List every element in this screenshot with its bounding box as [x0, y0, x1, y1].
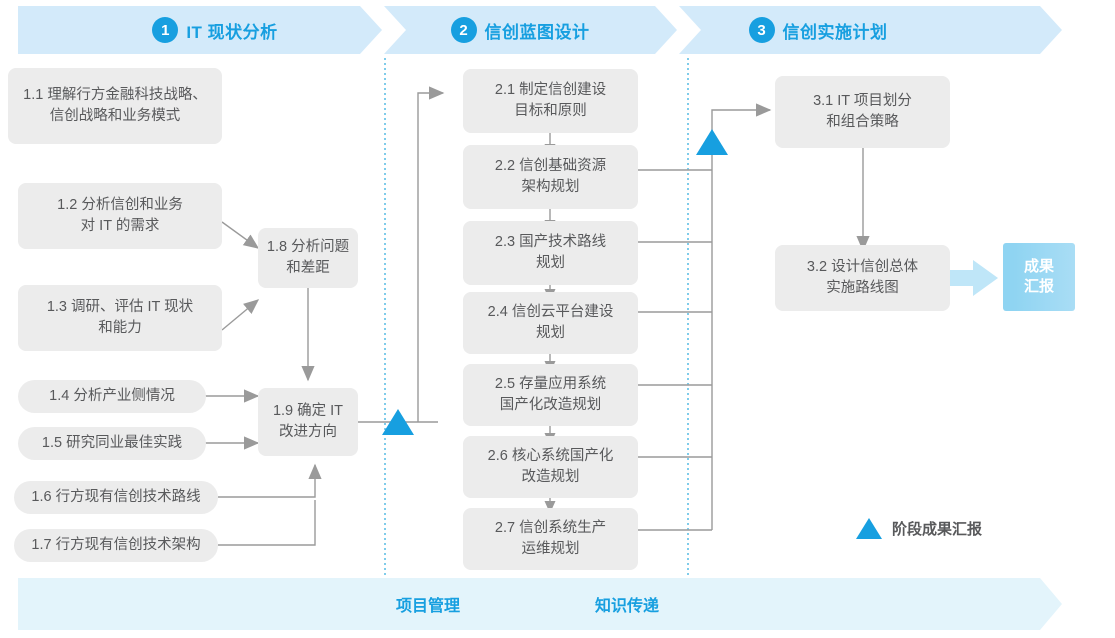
band-item-knowledge-transfer[interactable]: 知识传递 [595, 578, 659, 630]
node-1-8[interactable]: 1.8 分析问题和差距 [258, 228, 358, 288]
node-2-2[interactable]: 2.2 信创基础资源架构规划 [463, 145, 638, 209]
node-2-7[interactable]: 2.7 信创系统生产运维规划 [463, 508, 638, 570]
triangle-icon [856, 518, 882, 539]
node-3-1[interactable]: 3.1 IT 项目划分和组合策略 [775, 76, 950, 148]
node-3-2-label: 3.2 设计信创总体实施路线图 [806, 259, 919, 296]
phase-header-bar [0, 6, 1115, 54]
node-2-5[interactable]: 2.5 存量应用系统国产化改造规划 [463, 364, 638, 426]
node-result-report[interactable]: 成果汇报 [1003, 243, 1075, 311]
node-1-6-label: 1.6 行方现有信创技术路线 [31, 489, 201, 505]
band-item-knowledge-transfer-label: 知识传递 [595, 598, 660, 615]
node-1-1[interactable]: 1.1 理解行方金融科技战略、信创战略和业务模式 [8, 68, 222, 144]
node-1-4[interactable]: 1.4 分析产业侧情况 [18, 380, 206, 413]
node-3-2[interactable]: 3.2 设计信创总体实施路线图 [775, 245, 950, 311]
node-2-3[interactable]: 2.3 国产技术路线规划 [463, 221, 638, 285]
node-2-1[interactable]: 2.1 制定信创建设目标和原则 [463, 69, 638, 133]
node-2-6[interactable]: 2.6 核心系统国产化改造规划 [463, 436, 638, 498]
band-item-project-management-label: 项目管理 [396, 598, 461, 615]
node-1-8-label: 1.8 分析问题和差距 [266, 239, 350, 276]
node-3-1-label: 3.1 IT 项目划分和组合策略 [813, 93, 912, 130]
milestone-triangle-phase1 [382, 409, 414, 435]
node-2-6-label: 2.6 核心系统国产化改造规划 [487, 448, 614, 485]
node-2-3-label: 2.3 国产技术路线规划 [494, 234, 607, 271]
node-2-4-label: 2.4 信创云平台建设规划 [487, 304, 614, 341]
node-2-2-label: 2.2 信创基础资源架构规划 [494, 158, 607, 195]
node-1-3[interactable]: 1.3 调研、评估 IT 现状和能力 [18, 285, 222, 351]
node-2-4[interactable]: 2.4 信创云平台建设规划 [463, 292, 638, 354]
node-1-5[interactable]: 1.5 研究同业最佳实践 [18, 427, 206, 460]
node-2-7-label: 2.7 信创系统生产运维规划 [494, 520, 607, 557]
bottom-band [0, 578, 1115, 630]
node-1-5-label: 1.5 研究同业最佳实践 [41, 435, 183, 451]
node-1-7-label: 1.7 行方现有信创技术架构 [31, 537, 201, 553]
node-1-2[interactable]: 1.2 分析信创和业务对 IT 的需求 [18, 183, 222, 249]
node-1-2-label: 1.2 分析信创和业务对 IT 的需求 [57, 197, 183, 234]
node-1-3-label: 1.3 调研、评估 IT 现状和能力 [46, 299, 194, 336]
node-2-5-label: 2.5 存量应用系统国产化改造规划 [494, 376, 607, 413]
node-2-1-label: 2.1 制定信创建设目标和原则 [494, 82, 607, 119]
node-1-7[interactable]: 1.7 行方现有信创技术架构 [14, 529, 218, 562]
node-1-1-label: 1.1 理解行方金融科技战略、信创战略和业务模式 [23, 87, 207, 124]
legend: 阶段成果汇报 [856, 518, 982, 539]
legend-label: 阶段成果汇报 [892, 521, 983, 538]
node-result-label: 成果汇报 [1023, 258, 1054, 295]
node-1-6[interactable]: 1.6 行方现有信创技术路线 [14, 481, 218, 514]
node-1-4-label: 1.4 分析产业侧情况 [49, 388, 175, 404]
milestone-triangle-phase2 [696, 129, 728, 155]
result-arrow-icon [933, 260, 998, 296]
band-item-project-management[interactable]: 项目管理 [396, 578, 460, 630]
